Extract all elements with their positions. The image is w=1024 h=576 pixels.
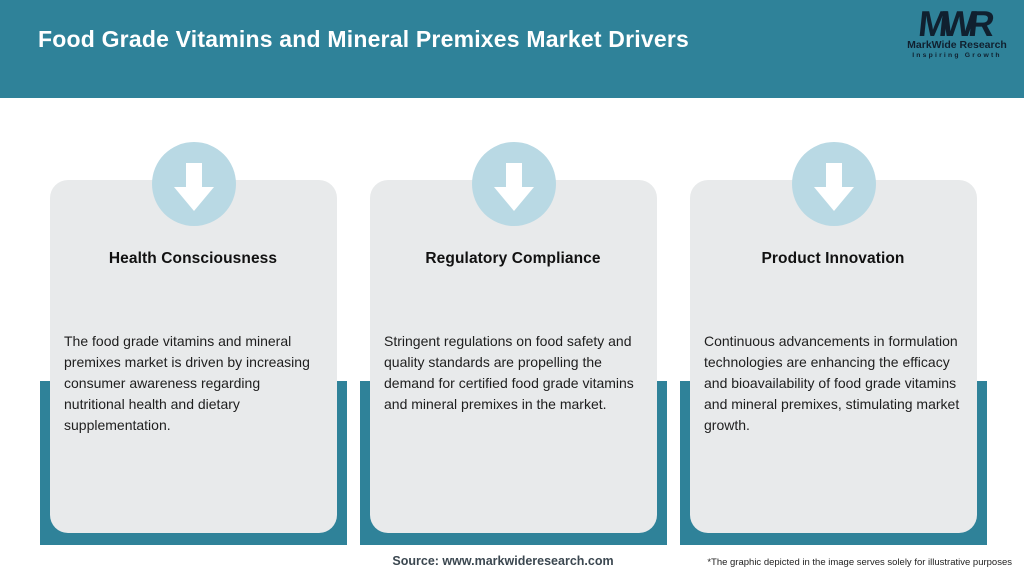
arrow-down-icon	[493, 163, 534, 211]
card-body: The food grade vitamins and mineral prem…	[64, 333, 310, 433]
arrow-circle-badge	[151, 142, 236, 226]
header-band: Food Grade Vitamins and Mineral Premixes…	[0, 0, 1024, 98]
driver-card-health-consciousness: Health Consciousness The food grade vita…	[40, 142, 347, 545]
page-title: Food Grade Vitamins and Mineral Premixes…	[38, 26, 689, 52]
arrow-down-icon	[173, 163, 214, 211]
card-body: Stringent regulations on food safety and…	[384, 333, 634, 412]
card: Product Innovation Continuous advancemen…	[690, 180, 977, 533]
card: Regulatory Compliance Stringent regulati…	[370, 180, 657, 533]
logo-tagline: Inspiring Growth	[912, 52, 1002, 59]
arrow-down-icon	[813, 163, 854, 211]
driver-card-product-innovation: Product Innovation Continuous advancemen…	[680, 142, 987, 545]
arrow-circle-badge	[471, 142, 556, 226]
card-body: Continuous advancements in formulation t…	[704, 333, 960, 433]
logo-name: MarkWide Research	[907, 39, 1007, 51]
markwide-research-logo: MWR MarkWide Research Inspiring Growth	[902, 3, 1012, 60]
arrow-circle-badge	[791, 142, 876, 226]
card-title: Product Innovation	[761, 250, 905, 267]
driver-card-regulatory-compliance: Regulatory Compliance Stringent regulati…	[360, 142, 667, 545]
card-title: Health Consciousness	[108, 250, 278, 267]
card-title: Regulatory Compliance	[425, 250, 601, 267]
source-text: Source: www.markwideresearch.com	[392, 554, 614, 568]
card: Health Consciousness The food grade vita…	[50, 180, 337, 533]
disclaimer-text: *The graphic depicted in the image serve…	[707, 557, 1012, 568]
logo-monogram: MWR	[916, 3, 990, 44]
